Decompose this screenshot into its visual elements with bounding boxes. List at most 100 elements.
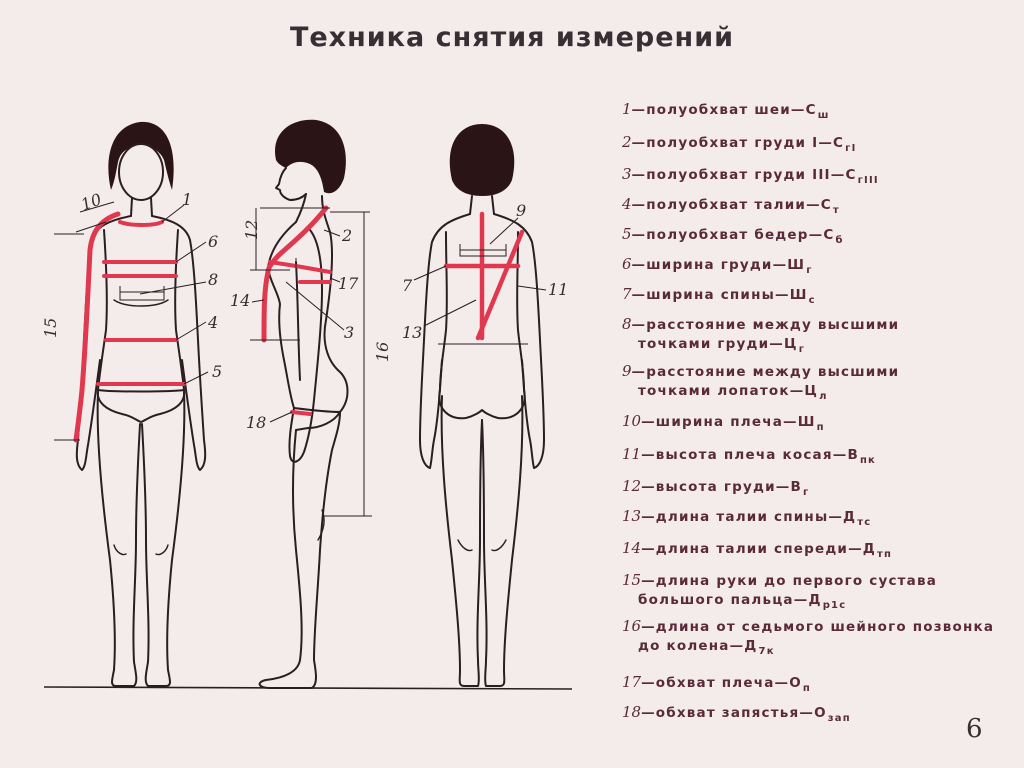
legend-item: 6—ширина груди—Шг — [622, 255, 813, 280]
legend-item-line2: точками лопаток—Цл — [622, 382, 899, 406]
legend-item-symbol: Шп — [798, 414, 825, 433]
legend-item-text: —полуобхват груди III— — [631, 167, 846, 183]
legend-item-symbol: Вг — [790, 479, 809, 498]
label-side-18: 18 — [246, 413, 266, 432]
legend-item-symbol: Шс — [789, 287, 816, 306]
legend-item-line2-text: большого пальца— — [638, 592, 809, 608]
legend-symbol-subscript: п — [816, 422, 825, 433]
legend-item-text: —полуобхват бедер— — [631, 227, 824, 243]
legend-symbol-letter: Д — [744, 638, 758, 654]
page-number: 6 — [966, 714, 983, 744]
label-front-15: 15 — [41, 318, 60, 338]
legend-item-text: —расстояние между высшими — [631, 364, 900, 380]
measure-shoulder-height-line — [475, 229, 525, 341]
side-figure — [258, 119, 349, 689]
legend-item-symbol: Озап — [814, 705, 851, 724]
legend-item-number: 13 — [622, 507, 642, 525]
legend-item-text: —ширина груди— — [631, 257, 788, 273]
legend-symbol-letter: Д — [808, 592, 822, 608]
back-figure — [419, 124, 545, 687]
measure-neck-line — [118, 220, 164, 227]
back-aux-lines — [413, 217, 547, 345]
legend-item-symbol: Сш — [805, 102, 830, 121]
legend-symbol-letter: О — [814, 705, 827, 721]
legend-item-line2: большого пальца—Др1с — [622, 591, 937, 615]
legend-item-text: —полуобхват груди I— — [631, 135, 834, 151]
legend-item: 9—расстояние между высшими точками лопато… — [622, 362, 899, 406]
legend-item: 4—полуобхват талии—Ст — [622, 195, 840, 220]
legend-item-text: —высота груди— — [641, 479, 791, 495]
legend-item-number: 1 — [622, 100, 632, 118]
legend-item: 3—полуобхват груди III—СгIII — [622, 165, 879, 190]
legend-item: 10—ширина плеча—Шп — [622, 412, 825, 437]
legend-item-number: 3 — [622, 165, 632, 183]
legend-item-number: 10 — [622, 412, 642, 430]
label-back-9: 9 — [516, 201, 526, 220]
legend-symbol-subscript: г — [806, 265, 813, 276]
legend-item: 18—обхват запястья—Озап — [622, 703, 851, 728]
legend-item-number: 6 — [622, 255, 632, 273]
legend-symbol-letter: Д — [843, 509, 857, 525]
legend-symbol-subscript: л — [819, 391, 828, 402]
legend-item-text: —обхват запястья— — [641, 705, 815, 721]
legend-item-text: —полуобхват талии— — [631, 197, 821, 213]
label-back-13: 13 — [402, 323, 422, 342]
legend-item-number: 9 — [622, 362, 632, 380]
figures-diagram: 10 1 6 8 4 5 15 12 2 17 14 3 16 18 9 7 1… — [41, 119, 573, 690]
label-front-10: 10 — [78, 189, 104, 214]
legend-symbol-subscript: тс — [857, 517, 872, 528]
measure-front-waist-line — [261, 269, 271, 343]
legend-item: 2—полуобхват груди I—СгI — [622, 133, 857, 158]
legend-item-line2-text: точками груди— — [638, 336, 785, 352]
legend-item: 14—длина талии спереди—Дтп — [622, 539, 892, 564]
legend-symbol-letter: Ш — [789, 287, 808, 303]
label-front-1: 1 — [182, 190, 192, 209]
legend-item-number: 12 — [622, 477, 642, 495]
legend-item-symbol: СгIII — [845, 167, 879, 186]
label-side-12: 12 — [242, 220, 261, 240]
legend-item-line2: до колена—Д7к — [622, 637, 994, 661]
legend-symbol-letter: Д — [862, 541, 877, 557]
legend-item-number: 18 — [622, 703, 642, 721]
legend-item-text: —ширина плеча— — [641, 414, 798, 430]
legend-item-number: 17 — [622, 673, 642, 691]
legend-item-text: —длина талии спины— — [641, 509, 844, 525]
label-front-6: 6 — [208, 232, 218, 251]
legend-item-text: —длина от седьмого шейного позвонка — [641, 619, 995, 635]
legend-item-line2-text: точками лопаток— — [638, 383, 805, 399]
legend-item: 12—высота груди—Вг — [622, 477, 809, 502]
legend-item-symbol: Цл — [804, 383, 828, 402]
label-front-5: 5 — [212, 362, 222, 381]
label-front-4: 4 — [207, 313, 218, 332]
legend-item-text: —длина талии спереди— — [641, 541, 863, 557]
front-face — [118, 143, 164, 201]
page-title: Техника снятия измерений — [289, 22, 735, 53]
legend-symbol-subscript: т — [832, 205, 840, 216]
front-measures — [73, 211, 186, 443]
legend-item-number: 4 — [622, 195, 632, 213]
legend-item-number: 14 — [622, 539, 642, 557]
legend-item-symbol: Дтп — [862, 541, 893, 560]
label-front-8: 8 — [208, 270, 218, 289]
legend-symbol-subscript: тп — [877, 549, 893, 560]
label-side-16: 16 — [373, 342, 392, 362]
legend-item-symbol: Дтс — [843, 509, 872, 528]
front-hair — [108, 121, 174, 190]
legend-symbol-subscript: г — [798, 344, 806, 355]
legend-item-line2-text: до колена— — [638, 638, 745, 654]
measure-arm-length-line — [73, 211, 121, 443]
legend-item-symbol: Оп — [789, 675, 811, 694]
legend-item: 13—длина талии спины—Дтс — [622, 507, 871, 532]
legend-symbol-letter: С — [805, 102, 817, 118]
legend-item-symbol: Цг — [784, 336, 806, 355]
legend-item-text: —длина руки до первого сустава — [641, 573, 938, 589]
side-aux-lines — [250, 207, 372, 517]
legend-symbol-subscript: гIII — [857, 175, 879, 186]
legend-symbol-subscript: пк — [859, 455, 877, 466]
legend-symbol-letter: С — [833, 135, 845, 151]
legend-item: 1—полуобхват шеи—Сш — [622, 100, 830, 125]
front-aux-lines — [54, 201, 209, 441]
